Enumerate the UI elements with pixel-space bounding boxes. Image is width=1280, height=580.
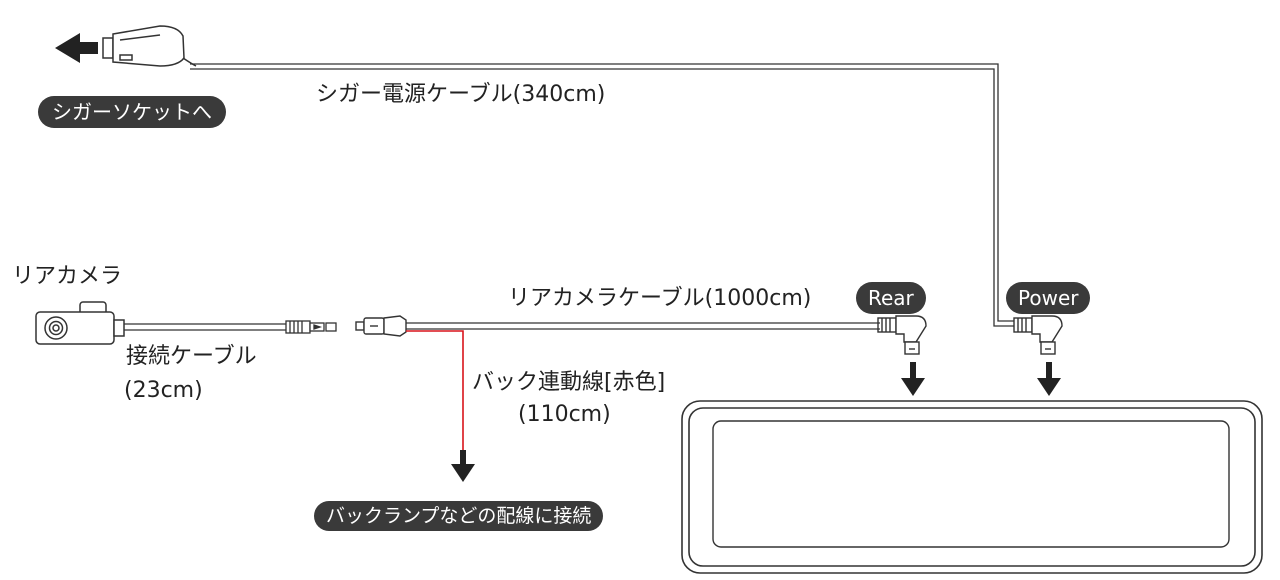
rear-camera-cable: [406, 322, 880, 330]
cigar-cable-label: シガー電源ケーブル(340cm): [316, 82, 606, 107]
arrow-down-icon: [901, 362, 925, 396]
arrow-down-icon: [1037, 362, 1061, 396]
cigar-plug-icon: [55, 25, 197, 67]
rear-camera-label: リアカメラ: [12, 264, 123, 289]
to-socket-badge: シガーソケットへ: [38, 96, 226, 128]
connection-cable-length: (23cm): [124, 378, 203, 403]
arrow-down-icon: [451, 450, 475, 482]
arrow-left-icon: [55, 33, 98, 63]
rear-cable-plug-icon: [355, 315, 407, 337]
power-connector-icon: [1013, 315, 1063, 355]
connection-cable-connector-icon: [285, 320, 337, 334]
rear-connector-icon: [877, 315, 927, 355]
cigar-power-cable: [190, 63, 1016, 327]
back-link-wire-label: バック連動線[赤色]: [472, 370, 666, 395]
back-link-wire-length: (110cm): [518, 402, 611, 427]
mirror-monitor: [681, 400, 1263, 574]
rear-camera-cable-label: リアカメラケーブル(1000cm): [508, 286, 812, 311]
rear-camera-icon: [35, 301, 125, 345]
connection-cable-label: 接続ケーブル: [126, 344, 257, 369]
power-badge: Power: [1006, 282, 1091, 314]
connection-cable: [124, 323, 286, 331]
red-back-link-wire: [406, 330, 464, 450]
connect-lamp-badge: バックランプなどの配線に接続: [314, 501, 604, 531]
rear-badge: Rear: [856, 282, 926, 314]
